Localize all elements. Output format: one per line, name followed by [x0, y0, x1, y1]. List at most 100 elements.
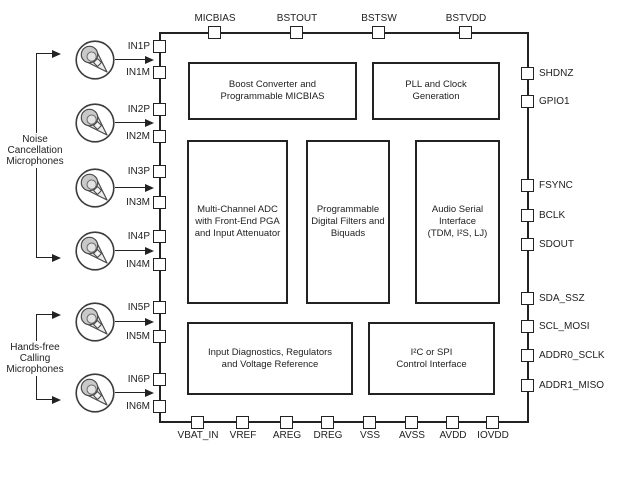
handsfree-group-arrow-top-head — [52, 310, 61, 319]
pin-bstout-label: BSTOUT — [276, 13, 318, 24]
pin-in2m-label: IN2M — [126, 131, 150, 142]
pin-vref-label: VREF — [229, 430, 257, 441]
pin-vss — [363, 416, 376, 429]
microphone-icon — [75, 168, 115, 208]
noise-group-arrow-top-line — [36, 53, 52, 54]
block-text-line: Control Interface — [396, 358, 467, 370]
pin-bstsw-label: BSTSW — [361, 13, 397, 24]
group-label-line: Microphones — [6, 364, 64, 375]
noise-group-arrow-bottom-line — [36, 257, 52, 258]
pin-avdd-label: AVDD — [439, 430, 467, 441]
pin-fsync-label: FSYNC — [539, 180, 573, 191]
pin-in1p — [153, 40, 166, 53]
block-i2c-spi-control: I²C or SPI Control Interface — [368, 322, 495, 395]
pin-gpio1 — [521, 95, 534, 108]
pin-bstsw — [372, 26, 385, 39]
pin-bclk — [521, 209, 534, 222]
block-text-line: (TDM, I²S, LJ) — [427, 228, 488, 239]
pin-in4m — [153, 258, 166, 271]
mic-input-arrow-line — [115, 187, 145, 188]
block-text-line: Digital Filters and — [311, 216, 385, 227]
pin-iovdd-label: IOVDD — [477, 430, 509, 441]
pin-in6m — [153, 400, 166, 413]
pin-in6m-label: IN6M — [126, 401, 150, 412]
block-text-line: Biquads — [330, 228, 366, 239]
microphone-icon — [75, 373, 115, 413]
microphone-icon — [75, 302, 115, 342]
pin-gpio1-label: GPIO1 — [539, 96, 570, 107]
pin-scl-mosi — [521, 320, 534, 333]
pin-sdout-label: SDOUT — [539, 239, 574, 250]
group-label-line: Noise — [22, 134, 48, 145]
mic-input-arrow-line — [115, 321, 145, 322]
pin-areg-label: AREG — [272, 430, 302, 441]
block-text-line: Programmable — [316, 204, 380, 215]
handsfree-group-arrow-bottom-head — [52, 395, 61, 404]
pin-fsync — [521, 179, 534, 192]
block-input-diagnostics: Input Diagnostics, Regulators and Voltag… — [187, 322, 353, 395]
block-text-line: Input Diagnostics, Regulators — [207, 346, 333, 358]
pin-in1m — [153, 66, 166, 79]
block-digital-filters: Programmable Digital Filters and Biquads — [306, 140, 390, 304]
noise-mic-group-label: Noise Cancellation Microphones — [0, 133, 70, 168]
pin-vbat-in-label: VBAT_IN — [177, 430, 219, 441]
pin-iovdd — [486, 416, 499, 429]
handsfree-mic-group-label: Hands-free Calling Microphones — [0, 341, 70, 376]
microphone-icon — [75, 103, 115, 143]
block-text-line: with Front-End PGA — [195, 216, 280, 227]
pin-sda-ssz-label: SDA_SSZ — [539, 293, 585, 304]
pin-in5m-label: IN5M — [126, 331, 150, 342]
mic-input-arrow-line — [115, 122, 145, 123]
pin-addr0-sclk — [521, 349, 534, 362]
pin-avss-label: AVSS — [399, 430, 425, 441]
pin-in4p — [153, 230, 166, 243]
pin-dreg-label: DREG — [313, 430, 343, 441]
pin-addr0-sclk-label: ADDR0_SCLK — [539, 350, 605, 361]
pin-shdnz — [521, 67, 534, 80]
block-text-line: I²C or SPI — [410, 346, 453, 358]
group-label-line: Calling — [19, 353, 51, 364]
pin-in5m — [153, 330, 166, 343]
mic-input-arrow-head — [145, 118, 154, 127]
pin-in4m-label: IN4M — [126, 259, 150, 270]
microphone-icon — [75, 231, 115, 271]
group-label-line: Hands-free — [10, 342, 60, 353]
mic-input-arrow-head — [145, 317, 154, 326]
block-boost-converter: Boost Converter and Programmable MICBIAS — [188, 62, 357, 120]
microphone-icon — [75, 40, 115, 80]
pin-in6p — [153, 373, 166, 386]
pin-bclk-label: BCLK — [539, 210, 566, 221]
block-text-line: Boost Converter and — [228, 79, 317, 90]
pin-avdd — [446, 416, 459, 429]
block-text-line: Generation — [412, 91, 460, 102]
pin-in3p-label: IN3P — [127, 166, 150, 177]
pin-micbias — [208, 26, 221, 39]
block-text-line: and Input Attenuator — [194, 228, 281, 239]
mic-input-arrow-head — [145, 183, 154, 192]
block-text-line: Interface — [439, 216, 476, 227]
block-text-line: Audio Serial — [431, 204, 484, 215]
pin-addr1-miso — [521, 379, 534, 392]
pin-in2m — [153, 130, 166, 143]
pin-vbat-in — [191, 416, 204, 429]
mic-input-arrow-head — [145, 55, 154, 64]
pin-bstvdd-label: BSTVDD — [445, 13, 487, 24]
pin-dreg — [321, 416, 334, 429]
pin-in1p-label: IN1P — [127, 41, 150, 52]
handsfree-group-arrow-bottom-line — [36, 399, 52, 400]
pin-in2p-label: IN2P — [127, 104, 150, 115]
pin-in3m-label: IN3M — [126, 197, 150, 208]
pin-avss — [405, 416, 418, 429]
mic-input-arrow-line — [115, 59, 145, 60]
pin-bstout — [290, 26, 303, 39]
pin-in3p — [153, 165, 166, 178]
mic-input-arrow-line — [115, 392, 145, 393]
noise-group-arrow-bottom-head — [52, 253, 61, 262]
pin-sdout — [521, 238, 534, 251]
pin-in5p-label: IN5P — [127, 302, 150, 313]
pin-shdnz-label: SHDNZ — [539, 68, 574, 79]
pin-in4p-label: IN4P — [127, 231, 150, 242]
block-text-line: Multi-Channel ADC — [197, 204, 278, 215]
block-text-line: PLL and Clock — [405, 79, 467, 90]
